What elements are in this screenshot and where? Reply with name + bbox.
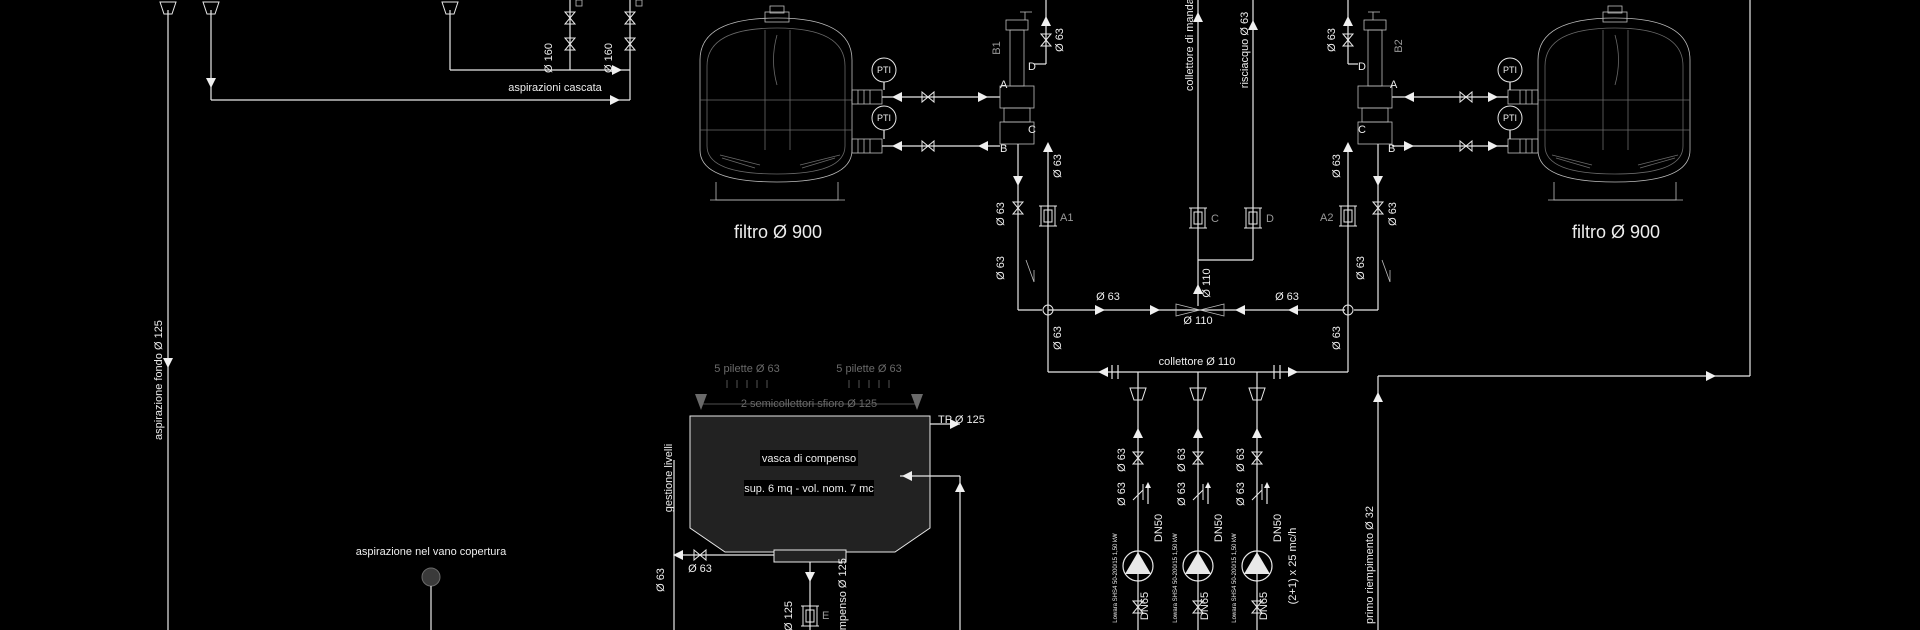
aspirazione-vano-label: aspirazione nel vano copertura [356,546,507,558]
pump-group [1122,372,1273,630]
d63-label: Ø 63 [1387,202,1399,226]
valve-b1 [999,11,1035,145]
port-b-right: B [1388,143,1395,155]
filtro-left-label: filtro Ø 900 [734,222,822,242]
port-a-left: A [1000,79,1008,91]
d63-label: Ø 63 [1116,482,1128,506]
d160-label-1: Ø 160 [543,43,555,73]
aspirazioni-cascata-label: aspirazioni cascata [508,82,602,94]
meter-d-label: D [1266,213,1274,225]
d63-label: Ø 63 [688,563,712,575]
dn50-label: DN50 [1272,514,1284,542]
aspirazione-fondo-label: aspirazione fondo Ø 125 [153,320,165,440]
d63-label: Ø 63 [1116,448,1128,472]
d63-label: Ø 63 [655,568,667,592]
d110-label: Ø 110 [1183,315,1212,327]
filter-left-tank [699,5,853,201]
tp-label: TP Ø 125 [938,414,985,426]
port-a-right: A [1390,79,1398,91]
valve-b2 [1357,11,1393,145]
filter-right-tank [1537,5,1691,201]
port-d-left: D [1028,61,1036,73]
pti-label-1: PTI [877,65,891,75]
d63-label: Ø 63 [1326,28,1338,52]
dn50-label: DN50 [1213,514,1225,542]
d63-label: Ø 63 [1235,448,1247,472]
pump-model-label: Lowara SHS4 50-200/15 1,50 kW [1232,533,1238,623]
pilette-label-1: 5 pilette Ø 63 [714,363,779,375]
pilette-label-2: 5 pilette Ø 63 [836,363,901,375]
pti-label-4: PTI [1503,113,1517,123]
valve-b2-label: B2 [1393,39,1405,52]
pump-model-label: Lowara SHS4 50-200/15 1,50 kW [1173,533,1179,623]
d110-label: Ø 110 [1201,268,1213,297]
d63-label: Ø 63 [1331,154,1343,178]
meter-a2-label: A2 [1320,212,1333,224]
d63-label: Ø 63 [995,202,1007,226]
port-c-left: C [1028,124,1036,136]
risciacquo-label: risciacquo Ø 63 [1239,12,1251,88]
vasca-title: vasca di compenso [762,453,856,465]
meter-e-label: E [822,610,829,622]
gestione-livelli-label: gestione livelli [663,444,675,512]
meter-a1-label: A1 [1060,212,1073,224]
dn50-label: DN50 [1153,514,1165,542]
d63-label: Ø 63 [995,256,1007,280]
pti-label-3: PTI [1503,65,1517,75]
port-d-right: D [1358,61,1366,73]
sump-drain-icon [421,567,441,587]
pti-label-2: PTI [877,113,891,123]
d63-label: Ø 63 [1096,291,1120,303]
port-c-right: C [1358,124,1366,136]
left-suction-lines [159,0,643,630]
valve-b1-label: B1 [991,41,1003,54]
d63-label: Ø 63 [1331,326,1343,350]
pilette-ticks [726,380,890,388]
dn65-label: DN65 [1139,592,1151,620]
port-b-left: B [1000,143,1007,155]
d63-label: Ø 63 [1235,482,1247,506]
meter-c-label: C [1211,213,1219,225]
d63-label: Ø 63 [1052,154,1064,178]
primo-riempimento-label: primo riempimento Ø 32 [1364,506,1376,624]
d63-label: Ø 63 [1275,291,1299,303]
d63-label: Ø 63 [1176,482,1188,506]
d63-label: Ø 63 [1176,448,1188,472]
compenso-label: compenso Ø 125 [837,558,849,630]
d125-label: Ø 125 [783,601,795,630]
filtro-right-label: filtro Ø 900 [1572,222,1660,242]
d63-label: Ø 63 [1052,326,1064,350]
d160-label-2: Ø 160 [603,43,615,73]
vasca-sub: sup. 6 mq - vol. nom. 7 mc [744,483,874,495]
d63-label: Ø 63 [1054,28,1066,52]
d63-label: Ø 63 [1355,256,1367,280]
pump-capacity-label: (2+1) x 25 mc/h [1287,528,1299,605]
collettore-110-label: collettore Ø 110 [1159,356,1236,368]
dn65-label: DN65 [1258,592,1270,620]
dn65-label: DN65 [1199,592,1211,620]
collettore-mandata-label: collettore di mandata [1184,0,1196,91]
pump-model-label: Lowara SHS4 50-200/15 1,50 kW [1113,533,1119,623]
